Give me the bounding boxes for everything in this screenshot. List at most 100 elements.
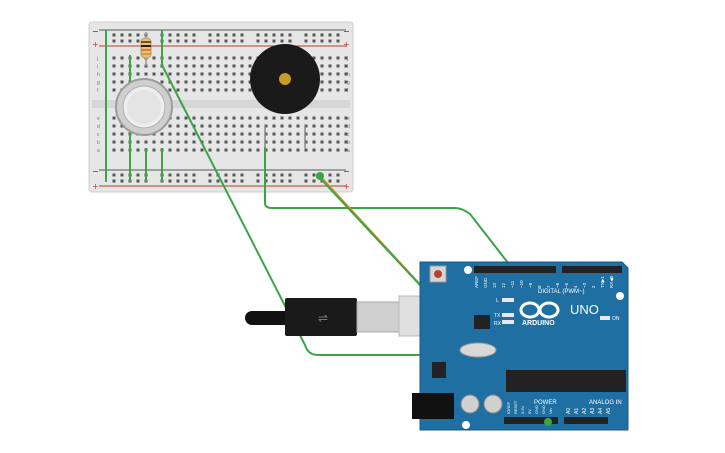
breadboard-hole [328,116,332,120]
rail-hole [320,33,324,37]
breadboard-hole [176,124,180,128]
breadboard-hole [152,140,156,144]
rail-hole [336,173,340,177]
breadboard-hole [192,132,196,136]
breadboard-hole [280,140,284,144]
breadboard-hole [312,124,316,128]
rail-hole [280,173,284,177]
rail-hole [264,33,268,37]
analog-pin-label: A1 [574,408,580,414]
breadboard-hole [168,72,172,76]
breadboard-hole [232,64,236,68]
rail-hole [288,179,292,183]
breadboard-hole [320,148,324,152]
breadboard-hole [280,116,284,120]
breadboard-hole [320,140,324,144]
breadboard-hole [152,64,156,68]
breadboard-hole [232,72,236,76]
breadboard-hole [288,132,292,136]
rail-hole [288,173,292,177]
breadboard-hole [240,56,244,60]
analog-pin-label: A4 [598,408,604,414]
rail-hole [304,39,308,43]
power-jack[interactable] [412,393,454,419]
breadboard-hole [248,132,252,136]
breadboard-hole [216,116,220,120]
breadboard-hole [312,116,316,120]
breadboard-hole [264,140,268,144]
breadboard-hole [328,148,332,152]
rail-hole [216,33,220,37]
digital-pin-label: GND [483,277,488,288]
breadboard-hole [168,148,172,152]
breadboard-hole [176,56,180,60]
breadboard-hole [168,88,172,92]
breadboard-hole [304,116,308,120]
piezo-buzzer[interactable] [250,44,320,148]
breadboard-hole [120,132,124,136]
rail-hole [336,33,340,37]
row-letter: a [347,148,350,154]
breadboard-hole [320,88,324,92]
rail-plus-bottom-left: + [92,182,99,191]
on-label: ON [612,316,620,322]
rail-hole [128,33,132,37]
rail-hole [136,33,140,37]
breadboard-hole [256,116,260,120]
breadboard-hole [320,80,324,84]
breadboard-hole [336,64,340,68]
rail-minus-top-right: − [343,27,350,36]
breadboard-hole [120,72,124,76]
breadboard-hole [112,72,116,76]
breadboard-hole [328,132,332,136]
rail-hole [240,173,244,177]
breadboard-hole [168,124,172,128]
rail-hole [232,39,236,43]
rail-hole [112,33,116,37]
rail-hole [240,33,244,37]
breadboard-hole [184,148,188,152]
resistor[interactable] [140,32,152,66]
breadboard-hole [328,80,332,84]
breadboard-hole [120,124,124,128]
digital-pin-label: 7 [546,285,551,288]
breadboard-hole [264,132,268,136]
breadboard-hole [240,80,244,84]
breadboard-hole [280,124,284,128]
row-letter: e [347,116,350,122]
breadboard-hole [120,140,124,144]
breadboard-hole [280,132,284,136]
breadboard-hole [320,72,324,76]
rail-hole [224,33,228,37]
rail-hole [240,179,244,183]
breadboard-hole [336,116,340,120]
breadboard-hole [184,80,188,84]
rail-hole [168,33,172,37]
breadboard-hole [120,56,124,60]
breadboard-hole [216,132,220,136]
breadboard-hole [216,80,220,84]
breadboard-hole [256,124,260,128]
digital-pin-label: ~3 [582,282,587,288]
digital-pin-label: ~10 [519,280,524,288]
power-pin-label: IOREF [506,401,511,414]
rail-hole [176,39,180,43]
breadboard-hole [208,140,212,144]
power-pin-label: GND [541,405,546,414]
row-letter: c [97,132,100,138]
breadboard-hole [200,116,204,120]
breadboard-hole [200,56,204,60]
rail-hole [272,39,276,43]
breadboard-hole [232,116,236,120]
breadboard-hole [136,140,140,144]
rail-hole [304,33,308,37]
row-letter: b [97,140,100,146]
breadboard-hole [296,140,300,144]
rail-hole [256,173,260,177]
digital-pin-label: ~6 [555,282,560,288]
gas-sensor[interactable] [115,78,173,136]
rail-hole [256,33,260,37]
arduino-uno[interactable] [412,261,629,431]
breadboard-hole [344,148,348,152]
breadboard-hole [312,140,316,144]
